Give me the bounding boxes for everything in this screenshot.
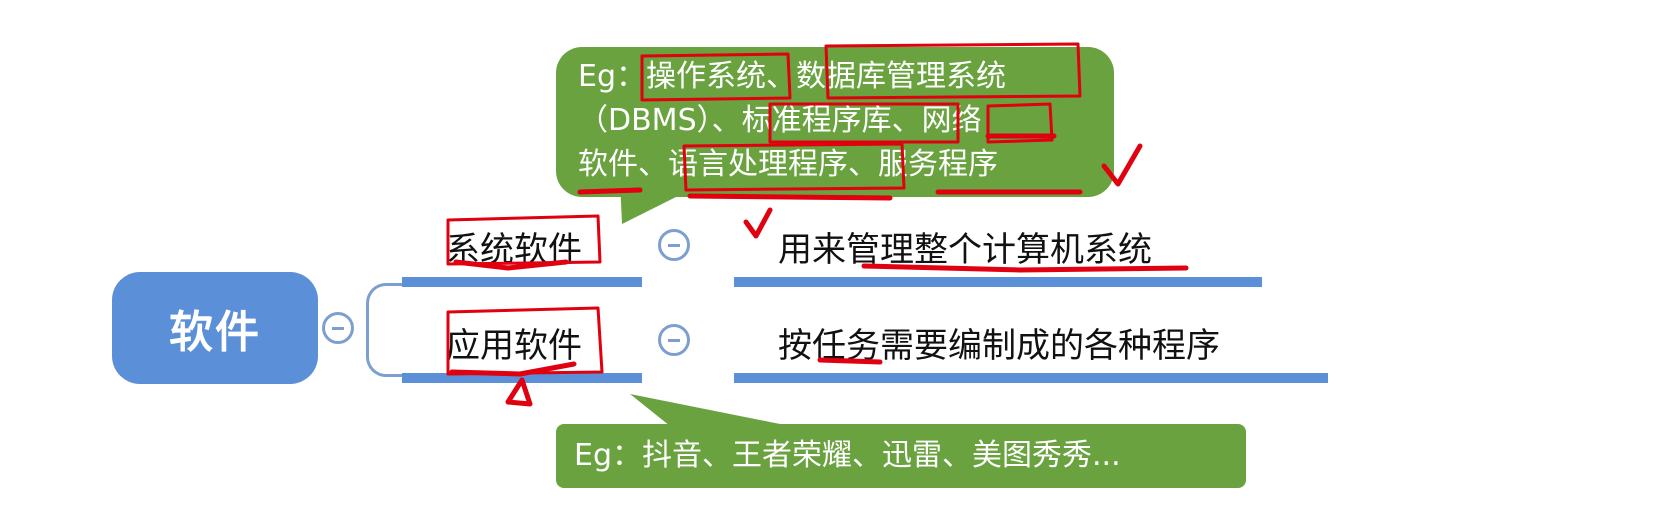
underline-system-software	[453, 259, 569, 271]
underline-manage-whole	[861, 263, 1189, 273]
description-system-software: 用来管理整个计算机系统	[778, 230, 1152, 270]
root-node-label: 软件	[169, 307, 261, 358]
example-line-2: （DBMS）、标准程序库、网络	[578, 103, 982, 138]
root-node-software[interactable]: 软件	[112, 272, 318, 384]
checkmark-top	[1101, 143, 1143, 187]
application-software-examples-callout: Eg：抖音、王者荣耀、迅雷、美图秀秀...	[556, 424, 1246, 488]
branch-label-application-software[interactable]: 应用软件	[446, 326, 582, 366]
box-lang-proc	[682, 142, 906, 192]
box-dbms	[824, 42, 1082, 100]
example-line-1: Eg：操作系统、数据库管理系统	[578, 59, 1006, 94]
system-software-examples-callout: Eg：操作系统、数据库管理系统 （DBMS）、标准程序库、网络 软件、语言处理程…	[556, 47, 1114, 197]
example-line-3: 软件、语言处理程序、服务程序	[578, 147, 998, 182]
underline-lang-proc	[687, 193, 893, 201]
description-underline-application-software	[734, 373, 1328, 383]
branch-underline-system-software	[402, 277, 642, 287]
collapse-toggle-system-software[interactable]	[658, 229, 690, 261]
checkmark-small	[743, 207, 773, 239]
box-std-lib	[768, 102, 960, 144]
collapse-toggle-application-software[interactable]	[658, 324, 690, 356]
box-system-software	[446, 214, 602, 266]
triangle-mark	[505, 377, 533, 407]
example-line-app: Eg：抖音、王者荣耀、迅雷、美图秀秀...	[574, 438, 1121, 473]
underline-software-line3	[577, 187, 643, 195]
description-underline-system-software	[734, 277, 1262, 287]
callout-bottom-pointer	[630, 394, 790, 426]
root-collapse-toggle[interactable]	[322, 312, 354, 344]
box-os	[640, 52, 792, 102]
box-application-software	[446, 306, 604, 376]
branch-connector	[366, 283, 406, 377]
underline-application-software	[449, 361, 577, 377]
box-network	[986, 102, 1054, 144]
underline-task	[817, 357, 883, 365]
